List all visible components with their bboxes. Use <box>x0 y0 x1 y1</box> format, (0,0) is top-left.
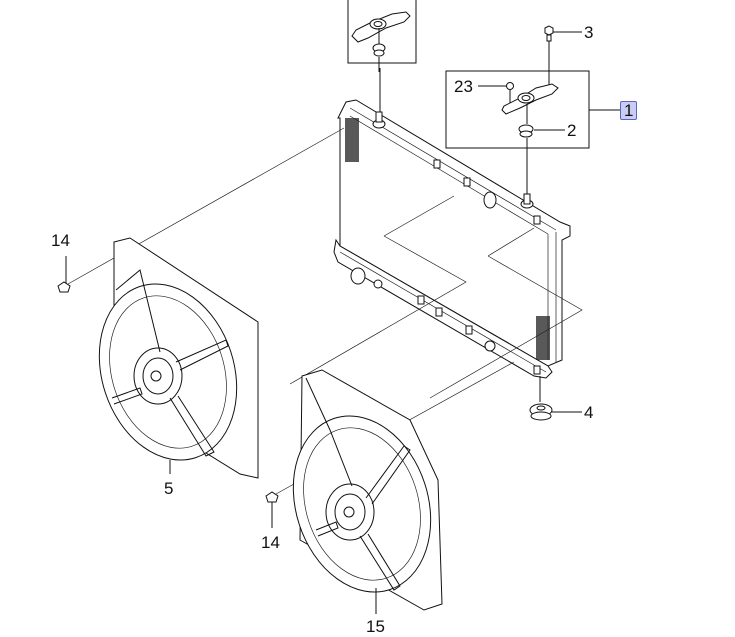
callout-3[interactable]: 3 <box>584 23 594 42</box>
callout-14-left[interactable]: 14 <box>51 231 70 250</box>
callout-1[interactable]: 1 <box>620 101 638 120</box>
radiator-fins-left <box>345 118 359 162</box>
radiator <box>333 99 571 402</box>
lower-bushing <box>529 403 582 421</box>
radiator-fins-right <box>536 316 550 360</box>
upper-left-bracket-inset <box>347 0 417 112</box>
callout-5[interactable]: 5 <box>164 479 174 498</box>
callout-14-right[interactable]: 14 <box>261 533 280 552</box>
callout-4[interactable]: 4 <box>584 403 594 422</box>
cooling-fan-left <box>57 237 259 479</box>
callout-15[interactable]: 15 <box>366 617 385 636</box>
cooling-fan-right <box>265 369 443 614</box>
mount-bracket-inset <box>445 25 620 195</box>
callout-23[interactable]: 23 <box>454 77 473 96</box>
callout-2[interactable]: 2 <box>567 121 577 140</box>
